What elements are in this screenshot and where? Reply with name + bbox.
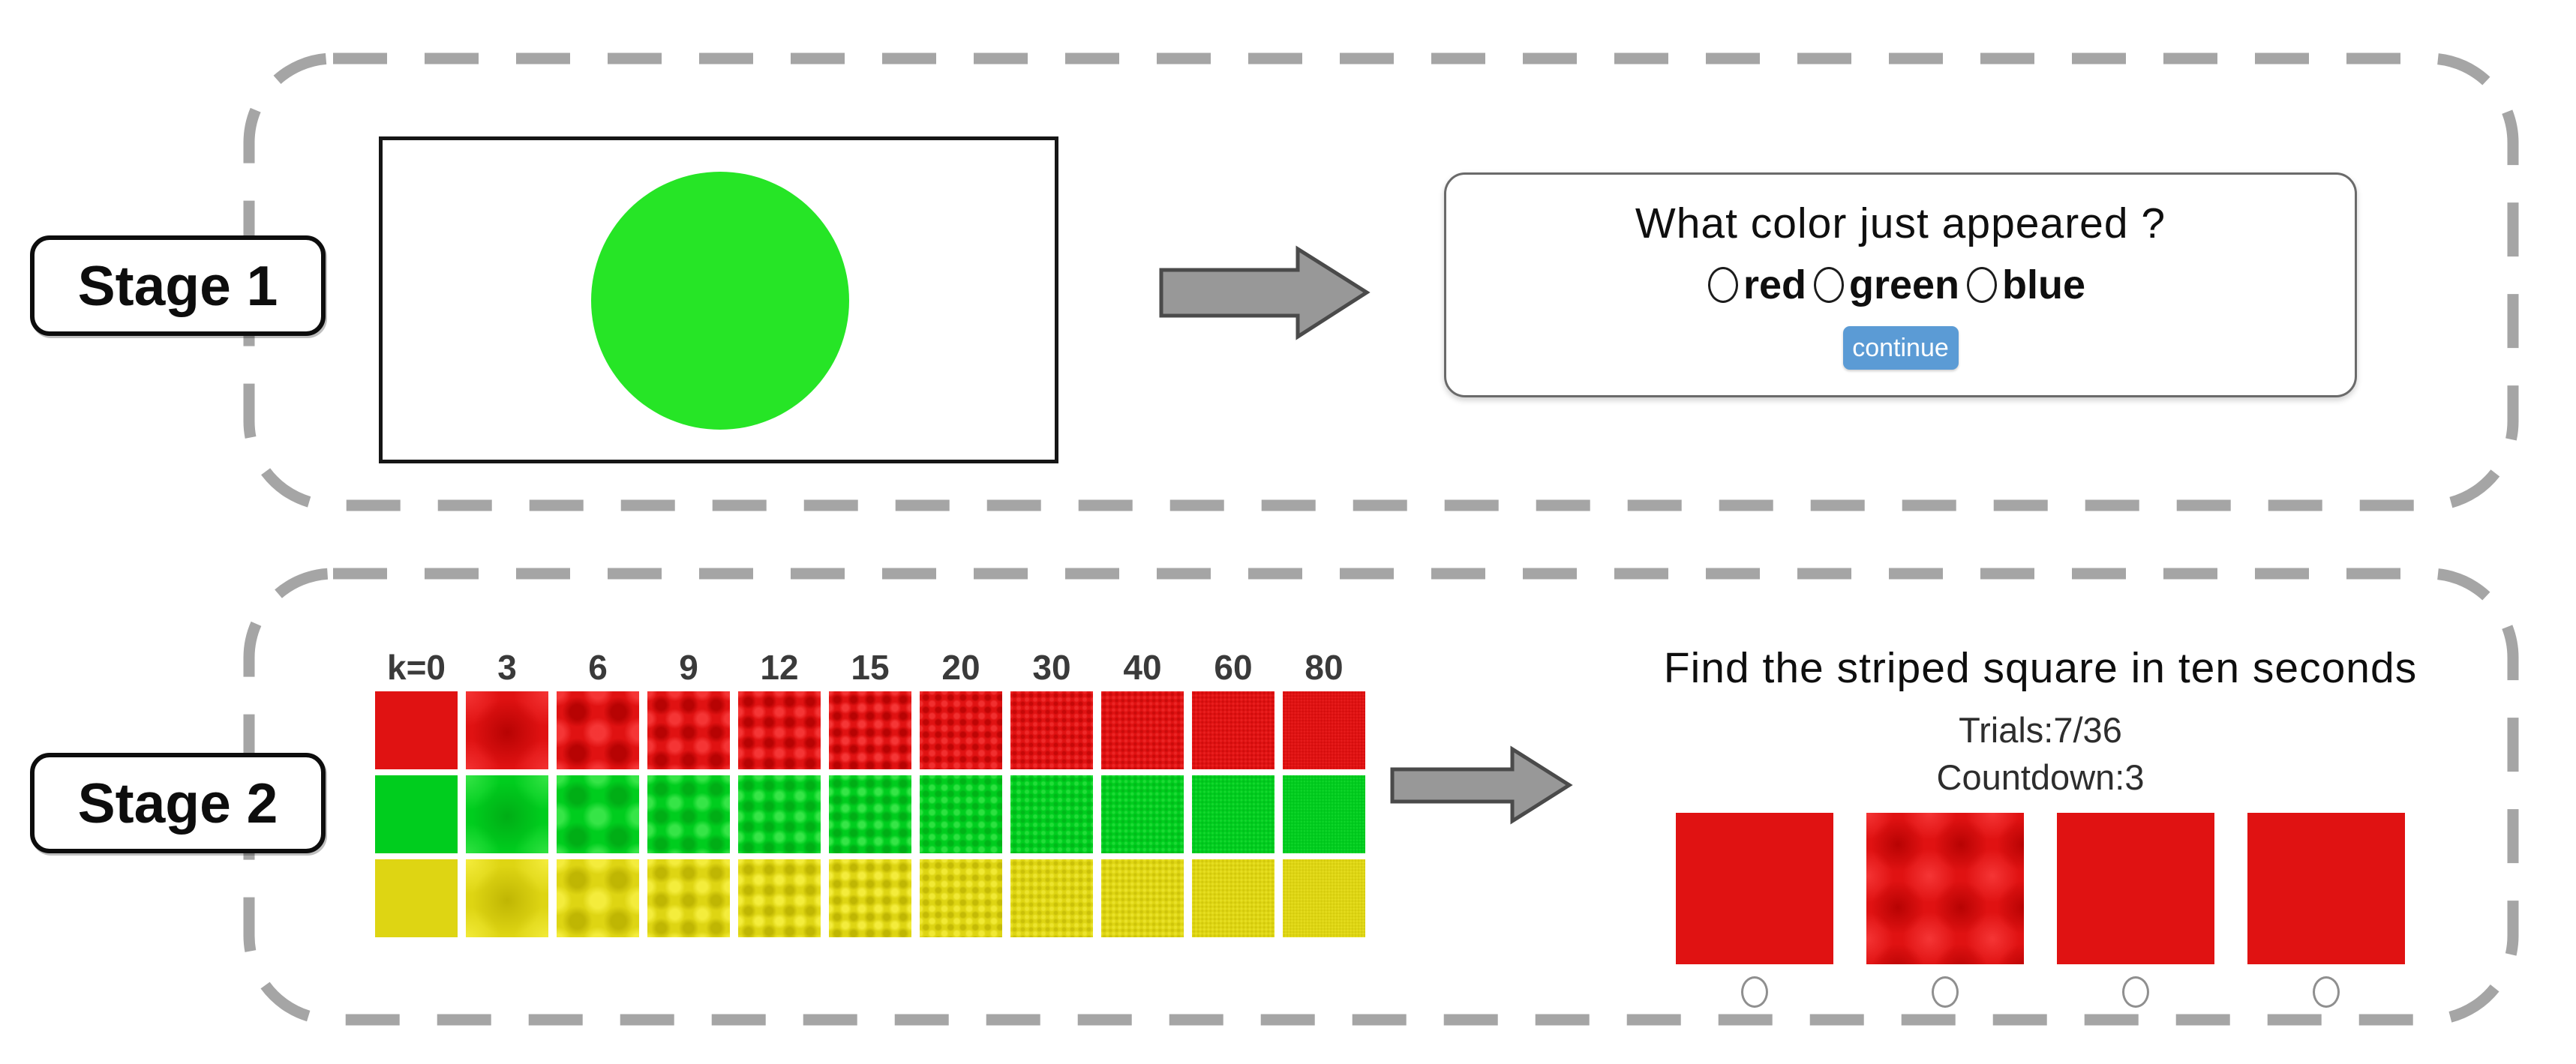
k-column: 20: [920, 649, 1002, 937]
green-circle-stimulus: [591, 172, 849, 430]
option-green[interactable]: green: [1813, 262, 1960, 308]
grid-cell-red-k60: [1192, 691, 1274, 769]
grid-cell-green-k60: [1192, 775, 1274, 853]
arrow-right-icon: [1159, 245, 1371, 340]
stage1-label: Stage 1: [30, 235, 326, 336]
k-label: k=0: [386, 648, 446, 687]
stage2-label: Stage 2: [30, 753, 326, 853]
task-title: Find the striped square in ten seconds: [1663, 644, 2418, 692]
grid-cell-red-k9: [647, 691, 730, 769]
k-column: 3: [466, 649, 548, 937]
grid-cell-yellow-k9: [647, 859, 730, 937]
option-label: blue: [2002, 262, 2086, 307]
grid-cell-red-k12: [738, 691, 821, 769]
option-label: green: [1848, 262, 1960, 307]
grid-cell-red-k30: [1010, 691, 1093, 769]
solid-square[interactable]: [2247, 813, 2405, 964]
grid-cell-green-k30: [1010, 775, 1093, 853]
radio-button-icon[interactable]: [1967, 267, 1998, 303]
striped-square[interactable]: [1866, 813, 2024, 964]
k-label: 12: [760, 648, 799, 687]
grid-cell-yellow-k3: [466, 859, 548, 937]
grid-cell-red-k20: [920, 691, 1002, 769]
k-label: 80: [1305, 648, 1344, 687]
task-panel: Find the striped square in ten seconds T…: [1620, 643, 2460, 1008]
grid-cell-green-k40: [1101, 775, 1184, 853]
question-panel: What color just appeared ? red green blu…: [1444, 172, 2357, 397]
k-label: 3: [497, 648, 517, 687]
grid-cell-green-k80: [1283, 775, 1365, 853]
color-options: red green blue: [1707, 262, 2093, 308]
continue-button[interactable]: continue: [1842, 326, 1959, 370]
k-label: 30: [1032, 648, 1071, 687]
grid-cell-red-k3: [466, 691, 548, 769]
grid-cell-yellow-k60: [1192, 859, 1274, 937]
radio-button-icon[interactable]: [1741, 976, 1768, 1008]
k-label: 20: [941, 648, 980, 687]
grid-cell-red-k0: [375, 691, 458, 769]
option-red[interactable]: red: [1707, 262, 1806, 308]
k-label: 9: [679, 648, 698, 687]
k-column: 60: [1192, 649, 1274, 937]
k-column: 12: [738, 649, 821, 937]
k-column: k=0: [375, 649, 458, 937]
grid-cell-yellow-k6: [557, 859, 639, 937]
grid-cell-yellow-k20: [920, 859, 1002, 937]
grid-cell-green-k20: [920, 775, 1002, 853]
k-column: 80: [1283, 649, 1365, 937]
countdown-counter: Countdown:3: [1936, 757, 2145, 797]
grid-cell-red-k80: [1283, 691, 1365, 769]
solid-square[interactable]: [2057, 813, 2214, 964]
k-frequency-grid: k=0 3 6 9 12 15 20 30 40 60 80: [375, 649, 1365, 937]
stage1-dashed-box: [243, 52, 2519, 511]
choice-option-2: [1866, 813, 2024, 1008]
radio-button-icon[interactable]: [1813, 267, 1844, 303]
k-label: 15: [851, 648, 890, 687]
grid-cell-red-k40: [1101, 691, 1184, 769]
radio-button-icon[interactable]: [2122, 976, 2149, 1008]
grid-cell-green-k0: [375, 775, 458, 853]
choice-option-3: [2057, 813, 2214, 1008]
grid-cell-yellow-k80: [1283, 859, 1365, 937]
option-label: red: [1743, 262, 1806, 307]
arrow-right-icon: [1390, 745, 1573, 825]
choice-row: [1620, 813, 2460, 1008]
grid-cell-yellow-k15: [829, 859, 911, 937]
choice-option-1: [1676, 813, 1833, 1008]
k-column: 9: [647, 649, 730, 937]
trials-counter: Trials:7/36: [1959, 710, 2122, 750]
grid-cell-green-k9: [647, 775, 730, 853]
radio-button-icon[interactable]: [1707, 267, 1738, 303]
grid-cell-red-k15: [829, 691, 911, 769]
grid-cell-green-k3: [466, 775, 548, 853]
k-column: 6: [557, 649, 639, 937]
k-label: 60: [1214, 648, 1253, 687]
k-label: 6: [588, 648, 608, 687]
radio-button-icon[interactable]: [1932, 976, 1959, 1008]
grid-cell-yellow-k12: [738, 859, 821, 937]
radio-button-icon[interactable]: [2313, 976, 2340, 1008]
k-column: 40: [1101, 649, 1184, 937]
grid-cell-green-k15: [829, 775, 911, 853]
grid-cell-yellow-k0: [375, 859, 458, 937]
grid-cell-green-k12: [738, 775, 821, 853]
solid-square[interactable]: [1676, 813, 1833, 964]
grid-cell-yellow-k40: [1101, 859, 1184, 937]
question-title: What color just appeared ?: [1635, 199, 2166, 247]
grid-cell-yellow-k30: [1010, 859, 1093, 937]
grid-cell-red-k6: [557, 691, 639, 769]
stage2-dashed-box: [243, 568, 2519, 1026]
k-column: 30: [1010, 649, 1093, 937]
k-label: 40: [1123, 648, 1162, 687]
option-blue[interactable]: blue: [1967, 262, 2085, 308]
grid-cell-green-k6: [557, 775, 639, 853]
stimulus-box: [379, 136, 1058, 463]
choice-option-4: [2247, 813, 2405, 1008]
k-column: 15: [829, 649, 911, 937]
